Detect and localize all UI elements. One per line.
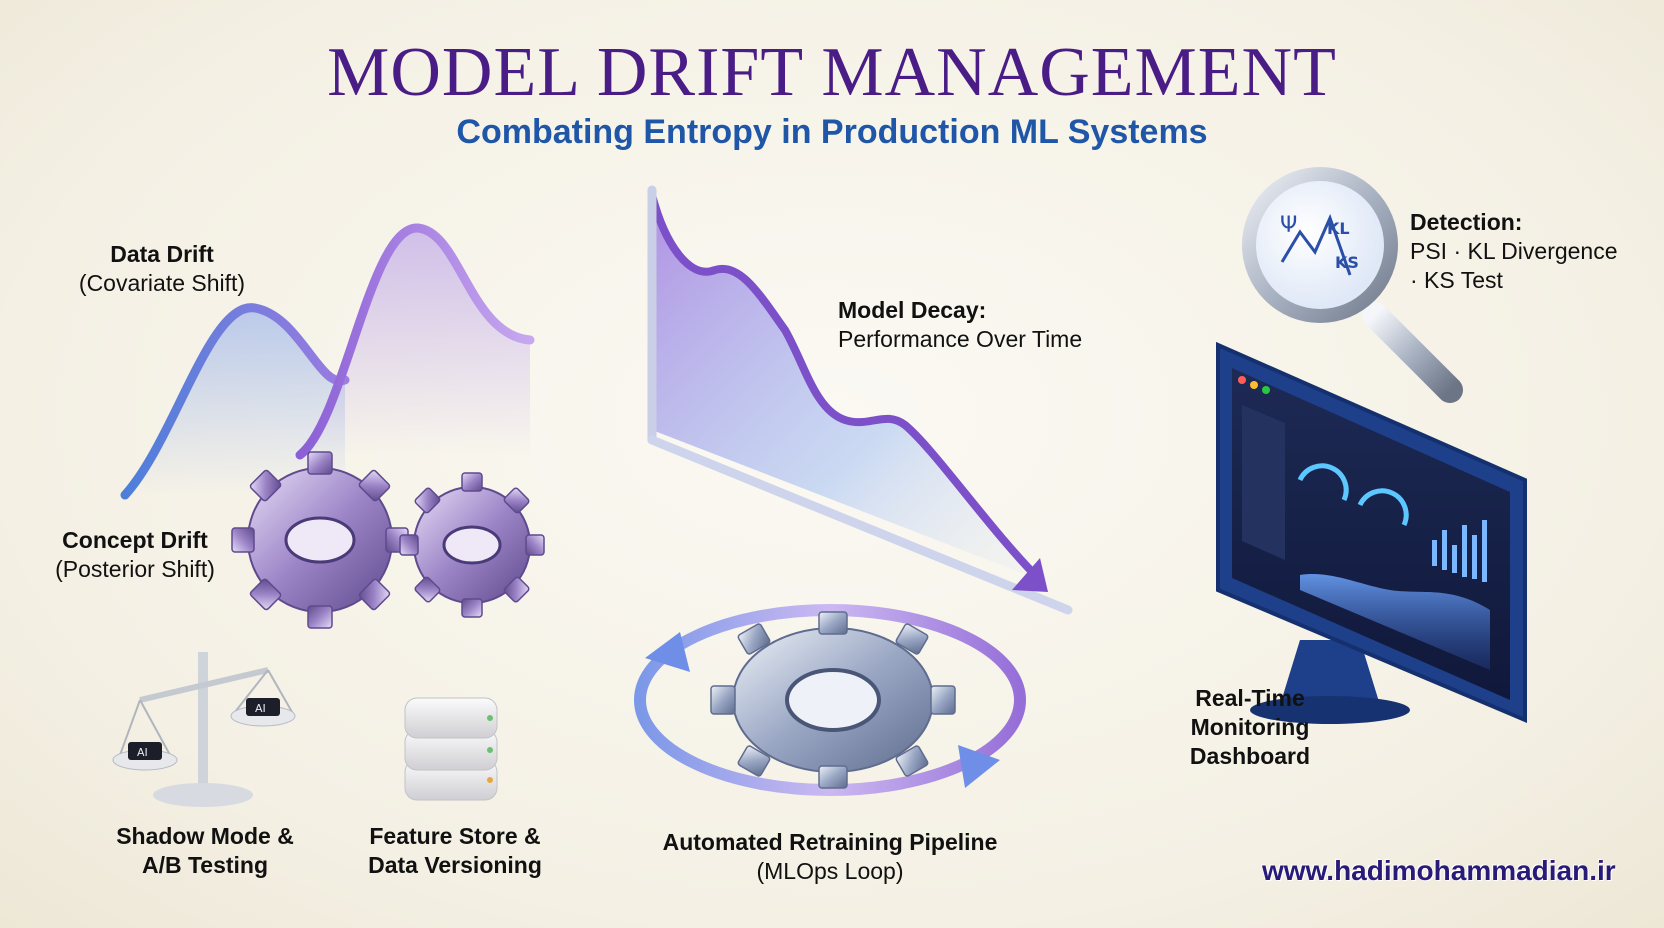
database-icon [404,697,498,801]
retraining-title: Automated Retraining Pipeline [662,829,998,855]
detection-line-1: PSI · KL Divergence [1410,238,1618,264]
shadow-mode-line-2: A/B Testing [141,852,269,878]
concept-drift-detail: (Posterior Shift) [55,556,215,582]
chip-label-left: AI [137,746,148,759]
magnifier-icon: Ψ KL KS [1242,167,1463,403]
data-drift-detail: (Covariate Shift) [78,270,246,296]
data-drift-title: Data Drift [110,241,214,267]
shadow-mode-line-1: Shadow Mode & [116,823,294,849]
retraining-label: Automated Retraining Pipeline (MLOps Loo… [630,828,1030,886]
data-drift-label: Data Drift (Covariate Shift) [62,240,262,298]
monitoring-label: Real-Time Monitoring Dashboard [1160,684,1340,771]
shadow-mode-label: Shadow Mode & A/B Testing [100,822,310,880]
model-decay-title: Model Decay: [838,297,987,323]
kl-symbol: KL [1327,219,1350,238]
scale-icon: AI AI [112,652,296,807]
psi-symbol: Ψ [1280,213,1297,238]
concept-drift-label: Concept Drift (Posterior Shift) [40,526,230,584]
retraining-detail: (MLOps Loop) [756,858,904,884]
feature-store-line-2: Data Versioning [368,852,542,878]
monitoring-line-3: Dashboard [1189,743,1311,769]
monitoring-line-1: Real-Time [1195,685,1305,711]
chip-label-right: AI [255,702,266,715]
concept-drift-gears [231,451,545,629]
feature-store-line-1: Feature Store & [369,823,541,849]
detection-title: Detection: [1410,209,1523,235]
monitoring-line-2: Monitoring [1190,714,1310,740]
page-title: MODEL DRIFT MANAGEMENT [327,34,1337,111]
data-drift-waves [120,223,535,500]
model-decay-chart [647,185,1073,615]
concept-drift-title: Concept Drift [62,527,208,553]
model-decay-label: Model Decay: Performance Over Time [838,296,1138,354]
monitor-icon [1216,341,1527,724]
website-link[interactable]: www.hadimohammadian.ir [1262,855,1616,886]
feature-store-label: Feature Store & Data Versioning [350,822,560,880]
detection-line-2: · KS Test [1410,267,1503,293]
ks-symbol: KS [1335,253,1359,272]
model-decay-detail: Performance Over Time [838,326,1083,352]
page-subtitle: Combating Entropy in Production ML Syste… [456,113,1208,151]
detection-label: Detection: PSI · KL Divergence · KS Test [1410,208,1650,295]
retraining-loop [634,604,1026,796]
